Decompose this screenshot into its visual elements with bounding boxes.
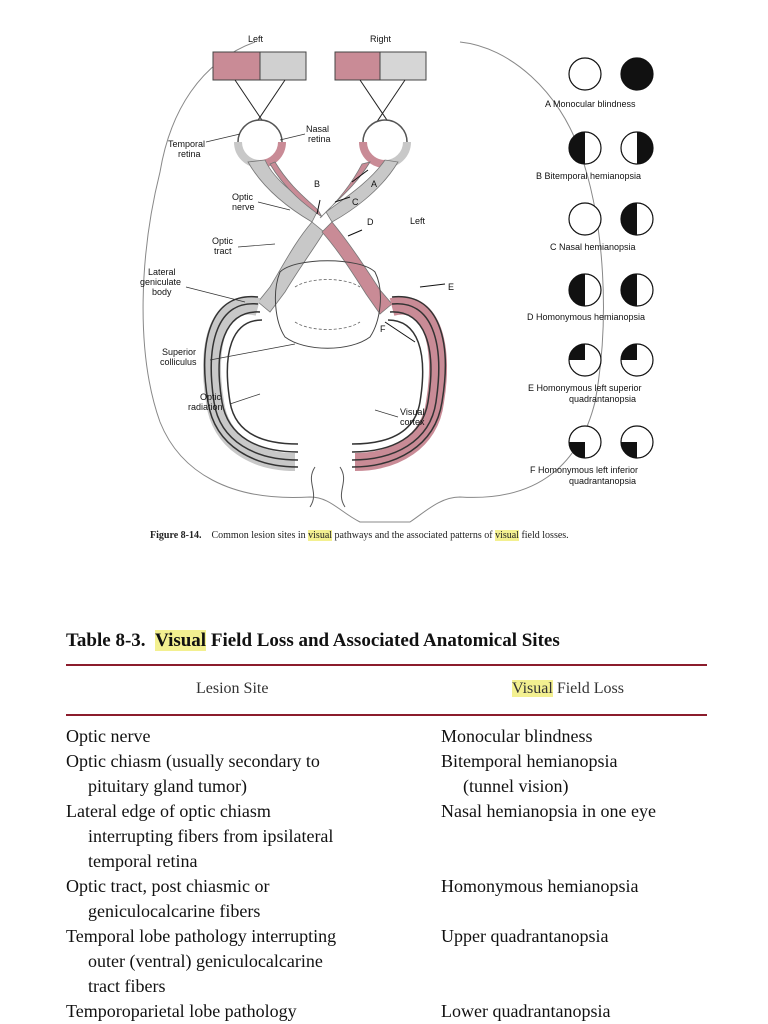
marker-f: F: [380, 324, 386, 334]
lesion-site-cell: Optic nerve: [66, 724, 441, 749]
left-field-box-gray: [259, 51, 307, 81]
left-optic-tract: [257, 221, 325, 313]
defect-a: [568, 57, 654, 91]
table-row: Optic chiasm (usually secondary to pituit…: [66, 749, 726, 799]
defect-a-caption: A Monocular blindness: [545, 99, 636, 109]
column-header-visual-field-loss: Visual Field Loss: [512, 680, 624, 697]
visual-field-loss-text: Bitemporal hemianopsia: [441, 751, 618, 771]
marker-b: B: [314, 179, 320, 189]
defect-d-caption: D Homonymous hemianopsia: [527, 312, 645, 322]
lesion-site-text: pituitary gland tumor): [88, 776, 247, 796]
visual-field-loss-text: Nasal hemianopsia in one eye: [441, 801, 656, 821]
lesion-site-cell: Temporoparietal lobe pathology: [66, 999, 441, 1024]
lesion-site-cell: Optic chiasm (usually secondary to pituit…: [66, 749, 441, 799]
defect-c-caption: C Nasal hemianopsia: [550, 242, 636, 252]
defect-e: [568, 343, 654, 377]
defect-b-caption: B Bitemporal hemianopsia: [536, 171, 641, 181]
defect-c: [568, 202, 654, 236]
defect-d: [568, 273, 654, 307]
lesion-site-text: Optic tract, post chiasmic or: [66, 876, 270, 896]
lesion-site-text: Lateral edge of optic chiasm: [66, 801, 271, 821]
lesion-site-text: interrupting fibers from ipsilateral: [88, 826, 334, 846]
label-brain-left: Left: [410, 216, 426, 226]
lesion-site-text: Optic chiasm (usually secondary to: [66, 751, 320, 771]
lesion-site-text: geniculocalcarine fibers: [88, 901, 261, 921]
marker-c: C: [352, 197, 359, 207]
table-row: Temporoparietal lobe pathology Lower quad…: [66, 999, 726, 1024]
lesion-markers: [316, 169, 446, 343]
label-left: Left: [248, 34, 264, 44]
lesion-site-text: Temporoparietal lobe pathology: [66, 1001, 297, 1021]
marker-a: A: [371, 179, 377, 189]
defect-f: [568, 425, 654, 459]
table-row: Lateral edge of optic chiasm interrupting…: [66, 799, 726, 874]
table-row: Optic nerve Monocular blindness: [66, 724, 726, 749]
visual-field-loss-text: Upper quadrantanopsia: [441, 926, 609, 946]
right-optic-radiation: [351, 296, 447, 471]
visual-field-loss-cell: Upper quadrantanopsia: [441, 924, 726, 949]
right-optic-tract: [321, 221, 393, 315]
right-optic-nerve-gray: [325, 159, 399, 223]
table-title: Table 8-3. Visual Field Loss and Associa…: [66, 630, 560, 651]
lesion-site-text: outer (ventral) geniculocalcarine: [88, 951, 323, 971]
lesion-site-text: Optic nerve: [66, 726, 151, 746]
figure-number: Figure 8-14.: [150, 530, 202, 541]
left-optic-nerve-pink: [269, 161, 323, 218]
visual-field-loss-cell: Homonymous hemianopsia: [441, 874, 726, 899]
marker-e: E: [448, 282, 454, 292]
lesion-site-cell: Optic tract, post chiasmic or geniculocal…: [66, 874, 441, 924]
right-field-box-pink: [334, 51, 381, 81]
figure-caption: Figure 8-14.Common lesion sites in visua…: [150, 530, 569, 541]
visual-field-loss-text: (tunnel vision): [463, 776, 569, 796]
figure-visual-pathways: Left Right: [80, 22, 720, 552]
left-optic-nerve-gray: [247, 159, 319, 223]
visual-field-loss-cell: Bitemporal hemianopsia (tunnel vision): [441, 749, 726, 799]
column-header-lesion-site: Lesion Site: [196, 680, 269, 697]
table-top-rule: [66, 664, 707, 666]
left-optic-radiation: [203, 296, 299, 471]
leader-lines: [185, 133, 399, 418]
left-field-box-pink: [212, 51, 261, 81]
label-right: Right: [370, 34, 392, 44]
visual-field-loss-cell: Monocular blindness: [441, 724, 726, 749]
right-optic-nerve-pink: [319, 161, 371, 219]
visual-field-loss-text: Monocular blindness: [441, 726, 593, 746]
visual-field-loss-cell: Lower quadrantanopsia: [441, 999, 726, 1024]
visual-field-loss-text: Lower quadrantanopsia: [441, 1001, 611, 1021]
lesion-site-text: tract fibers: [88, 976, 166, 996]
lesion-site-text: Temporal lobe pathology interrupting: [66, 926, 337, 946]
lesion-site-cell: Temporal lobe pathology interrupting oute…: [66, 924, 441, 999]
visual-field-loss-cell: Nasal hemianopsia in one eye: [441, 799, 726, 824]
defect-b: [568, 131, 654, 165]
visual-pathway-diagram: Left Right: [140, 34, 654, 523]
lesion-site-cell: Lateral edge of optic chiasm interrupting…: [66, 799, 441, 874]
right-field-box-gray: [379, 51, 427, 81]
brain-outline: [142, 41, 604, 523]
table-row: Optic tract, post chiasmic or geniculocal…: [66, 874, 726, 924]
table-row: Temporal lobe pathology interrupting oute…: [66, 924, 726, 999]
lesion-site-text: temporal retina: [88, 851, 198, 871]
visual-field-loss-text: Homonymous hemianopsia: [441, 876, 639, 896]
marker-d: D: [367, 217, 374, 227]
table-header-rule: [66, 714, 707, 716]
midbrain: [275, 260, 381, 349]
